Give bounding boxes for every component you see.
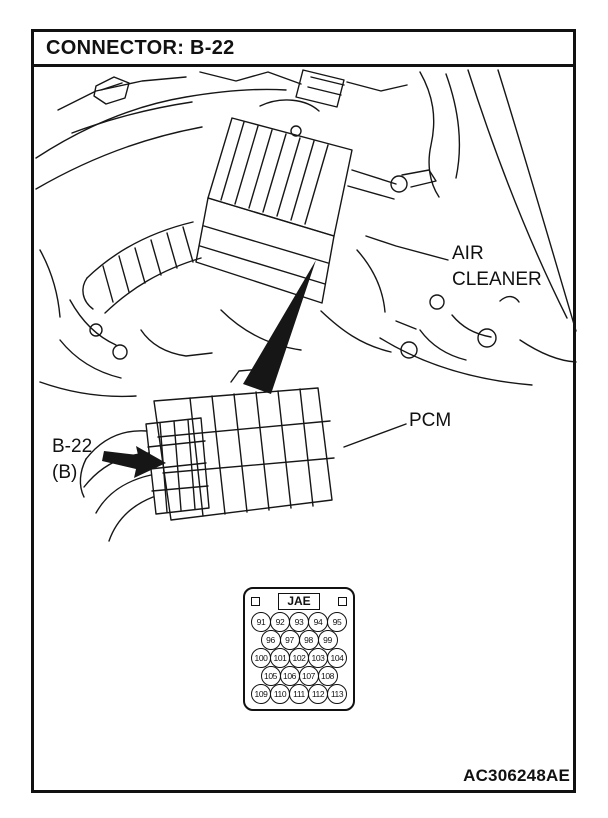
pin-92: 92 xyxy=(270,612,290,632)
figure-code: AC306248AE xyxy=(463,766,570,785)
connector-id-line1: B-22 xyxy=(52,436,93,457)
pin-99: 99 xyxy=(317,630,338,650)
pin-107: 107 xyxy=(298,666,319,686)
pin-105: 105 xyxy=(260,666,281,686)
b22-arrow xyxy=(102,446,166,478)
pinout-header: JAE xyxy=(247,593,351,610)
connector-key-left xyxy=(251,597,260,606)
pin-111: 111 xyxy=(289,684,309,704)
engine-art-solids xyxy=(102,260,316,478)
connector-id-label: B-22 (B) xyxy=(52,434,92,485)
pin-100: 100 xyxy=(251,648,271,668)
connector-id-line2: (B) xyxy=(52,461,78,483)
air-cleaner-label-line1: AIR xyxy=(452,243,484,264)
engine-art-lines xyxy=(35,69,577,542)
pin-108: 108 xyxy=(317,666,338,686)
pin-96: 96 xyxy=(260,630,281,650)
pin-101: 101 xyxy=(270,648,290,668)
air-cleaner-label-line2: CLEANER xyxy=(452,268,542,290)
pin-97: 97 xyxy=(279,630,300,650)
pin-98: 98 xyxy=(298,630,319,650)
pin-104: 104 xyxy=(327,648,347,668)
pin-112: 112 xyxy=(308,684,328,704)
pointer-triangle xyxy=(243,260,316,394)
pin-103: 103 xyxy=(308,648,328,668)
air-cleaner-leader-line xyxy=(365,235,449,261)
pin-106: 106 xyxy=(279,666,300,686)
pin-113: 113 xyxy=(327,684,347,704)
pcm-leader-line xyxy=(343,423,407,448)
title-bar: CONNECTOR: B-22 xyxy=(34,32,573,67)
connector-key-right xyxy=(338,597,347,606)
pin-102: 102 xyxy=(289,648,309,668)
pin-95: 95 xyxy=(327,612,347,632)
pin-94: 94 xyxy=(308,612,328,632)
pin-93: 93 xyxy=(289,612,309,632)
connector-brand-label: JAE xyxy=(278,593,320,610)
pin-91: 91 xyxy=(251,612,271,632)
pin-109: 109 xyxy=(251,684,271,704)
figure-title: CONNECTOR: B-22 xyxy=(46,36,235,59)
pcm-label: PCM xyxy=(409,410,452,431)
air-cleaner-label: AIR CLEANER xyxy=(452,241,542,292)
pin-110: 110 xyxy=(270,684,290,704)
